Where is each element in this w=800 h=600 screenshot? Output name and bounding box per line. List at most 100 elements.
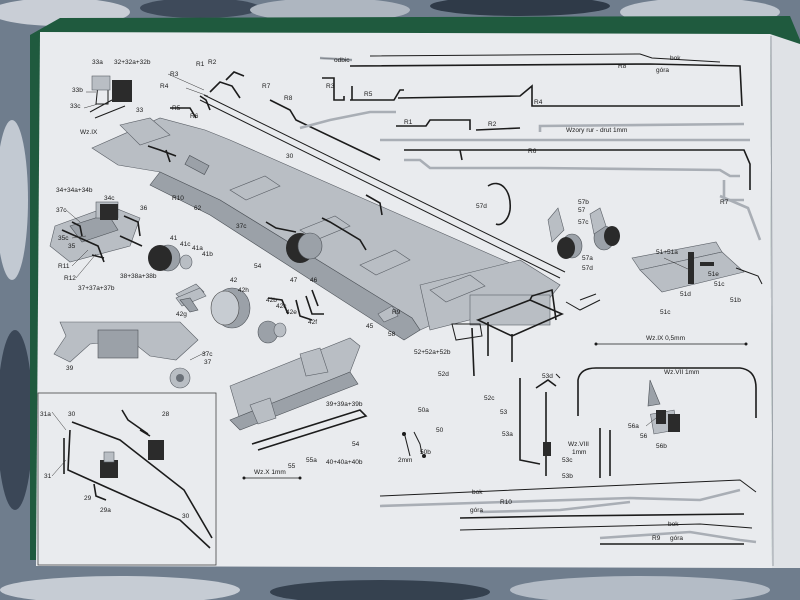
label-53a: 53a [502,431,513,438]
label-bok1: bok [670,55,681,62]
label-56b: 56b [656,443,667,450]
label-50-mm: 2mm [398,457,412,464]
label-37-low: 37 [204,359,212,366]
label-gora1: góra [656,67,669,74]
label-36: 36 [140,205,148,212]
label-57b: 57b [578,199,589,206]
part-45 [377,305,399,323]
label-R10b: R10 [500,499,512,506]
label-51e: 51e [708,271,719,278]
label-37c: 37c [56,207,67,214]
wire-wz7 [577,367,757,418]
label-53d: 53d [542,373,553,380]
label-33a: 33a [92,59,103,66]
label-R6: R6 [190,113,199,120]
label-54b: 54 [352,441,360,448]
label-42h: 42h [238,287,249,294]
front-detail-parts [61,204,143,263]
label-32: 32+32a+32b [114,59,151,66]
label-56a: 56a [628,423,639,430]
label-55: 55 [288,463,296,470]
label-R1: R1 [196,61,205,68]
label-wz9a: Wz.IX [80,129,98,136]
hook-57d [487,182,511,226]
label-R8b: R8 [618,63,627,70]
label-R5b: R5 [364,91,373,98]
label-52: 52+52a+52b [414,349,451,356]
label-50: 50 [436,427,444,434]
label-41: 41 [170,235,178,242]
next-page-edge [770,34,800,568]
label-R10: R10 [172,195,184,202]
label-51b: 51b [730,297,741,304]
label-gora3: góra [670,535,683,542]
label-50a: 50a [418,407,429,414]
label-odbic: odbic [334,57,350,64]
label-52d: 52d [438,371,449,378]
inset-wiring [63,409,213,549]
label-30c: 30 [182,513,190,520]
parts-51 [688,252,763,285]
label-42f: 42f [308,319,317,326]
label-R6b: R6 [528,148,537,155]
label-53b: 53b [562,473,573,480]
label-R4b: R4 [534,99,543,106]
label-38: 38+38a+38b [120,273,157,280]
label-41c: 41c [180,241,191,248]
label-57d: 57d [476,203,487,210]
label-35c: 35c [58,235,69,242]
label-30b: 30 [68,411,76,418]
label-bok2: bok [472,489,483,496]
label-37c-mid: 37c [236,223,247,230]
label-47: 47 [290,277,298,284]
label-41b: 41b [202,251,213,258]
label-33: 33 [136,107,144,114]
label-42: 42 [230,277,238,284]
label-35: 35 [68,243,76,250]
label-57a: 57a [582,255,593,262]
label-41a: 41a [192,245,203,252]
label-R9a: R9 [392,309,401,316]
label-wz8: Wz.VIII [568,441,589,448]
label-58: 58 [388,331,396,338]
label-37: 37+37a+37b [78,285,115,292]
lower-bumper [53,321,199,389]
label-bok3: bok [668,521,679,528]
pipe-templates-top [299,53,762,241]
label-33c: 33c [70,103,81,110]
label-31: 31 [44,473,52,480]
label-wz8-mm: 1mm [572,449,586,456]
label-45: 45 [366,323,374,330]
label-54a: 54 [254,263,262,270]
inset-frame [37,392,217,566]
label-wzory: Wzory rur - drut 1mm [566,127,627,134]
label-39b: 39+39a+39b [326,401,363,408]
label-28: 28 [162,411,170,418]
label-34: 34+34a+34b [56,187,93,194]
label-46: 46 [310,277,318,284]
label-42e: 42e [286,309,297,316]
label-51c: 51c [714,281,725,288]
label-42b: 42b [266,297,277,304]
label-R8: R8 [284,95,293,102]
label-42g: 42g [176,311,187,318]
label-R3b: R3 [326,83,335,90]
pipe-templates-bottom [379,479,757,545]
wire-wzx [251,409,368,451]
label-R5: R5 [172,105,181,112]
parts-50 [402,431,426,458]
label-56: 56 [640,433,648,440]
label-R7: R7 [262,83,271,90]
label-57: 57 [578,207,586,214]
label-R9b: R9 [652,535,661,542]
label-62: 62 [194,205,202,212]
rear-cage [451,288,564,476]
label-R4: R4 [160,83,169,90]
part-56 [656,410,680,432]
label-51: 51+51a [656,249,678,256]
label-R11: R11 [58,263,70,270]
chassis-frame [91,94,566,341]
label-33b: 33b [72,87,83,94]
label-R2: R2 [208,59,217,66]
